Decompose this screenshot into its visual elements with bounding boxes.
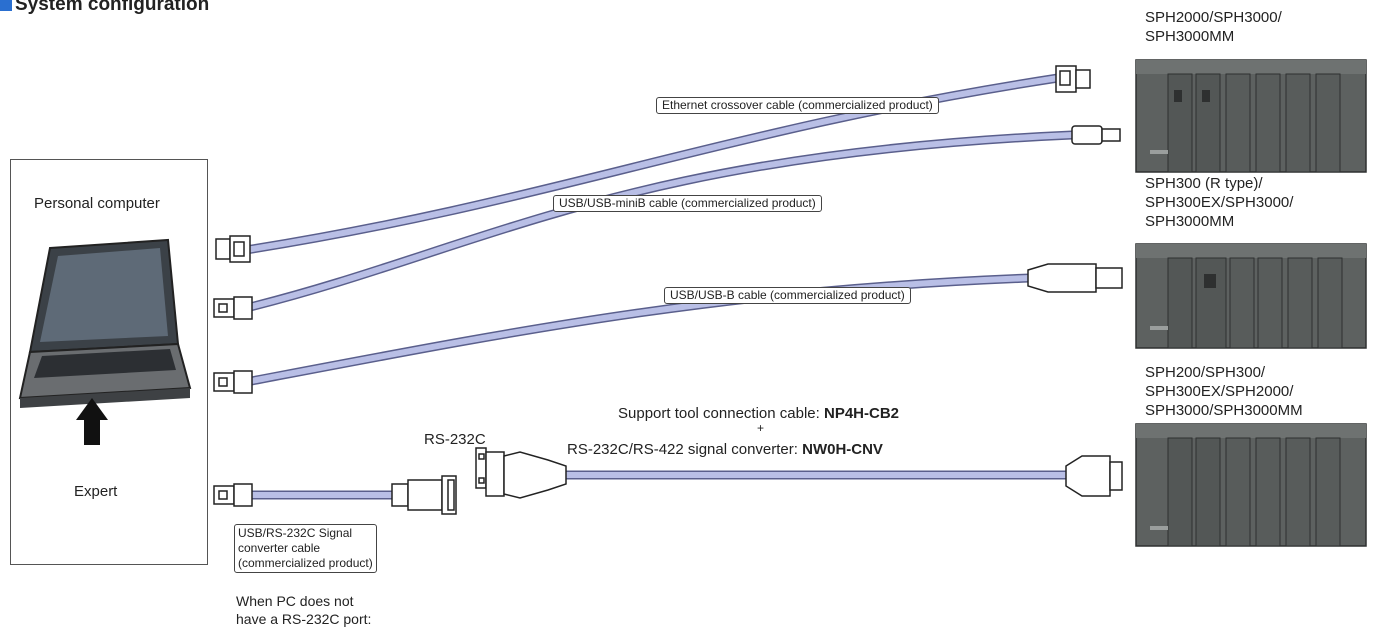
plc-2-label-line1: SPH300 (R type)/	[1145, 175, 1263, 192]
rs232c-note-line2: have a RS-232C port:	[236, 611, 372, 627]
rj45-connector-plc-icon	[1055, 65, 1091, 93]
converter-code: NW0H-CNV	[802, 441, 883, 458]
plc-2-label: SPH300 (R type)/ SPH300EX/SPH3000/ SPH30…	[1145, 174, 1293, 231]
rs232c-note: When PC does not have a RS-232C port:	[236, 592, 371, 628]
plc-1-label: SPH2000/SPH3000/ SPH3000MM	[1145, 8, 1282, 46]
usb-b-cable	[245, 273, 1031, 387]
plus-sign: +	[757, 421, 765, 435]
plc-2-label-line3: SPH3000MM	[1145, 213, 1235, 230]
rs232c-port-label: RS-232C	[424, 431, 486, 448]
support-cable-line2-text: RS-232C/RS-422 signal converter:	[567, 441, 803, 458]
usb-rs232c-cable-label-line2: converter cable	[238, 541, 321, 555]
usb-rs232c-cable-label: USB/RS-232C Signal converter cable (comm…	[234, 524, 377, 573]
plc-unit-2	[1135, 243, 1367, 349]
rs232c-note-line1: When PC does not	[236, 593, 354, 609]
plc-unit-1	[1135, 59, 1367, 173]
rs232c-converter-connector-icon	[391, 475, 457, 515]
usb-rs232c-cable-label-line3: (commercialized product)	[238, 556, 373, 570]
usb-minib-connector-plc-icon	[1071, 125, 1121, 145]
support-cable-code: NP4H-CB2	[823, 405, 899, 422]
ethernet-cable-label: Ethernet crossover cable (commercialized…	[656, 97, 939, 114]
usb-b-connector-plc-icon	[1027, 263, 1123, 293]
plc-3-label-line1: SPH200/SPH300/	[1145, 364, 1266, 381]
diagram-title-text: System configuration	[15, 0, 210, 15]
usb-rs232c-cable-label-line1: USB/RS-232C Signal	[238, 526, 353, 540]
usb-minib-cable-label: USB/USB-miniB cable (commercialized prod…	[553, 195, 822, 212]
plc-2-label-line2: SPH300EX/SPH3000/	[1145, 194, 1294, 211]
pc-label: Personal computer	[34, 195, 160, 212]
plc-3-label-line2: SPH300EX/SPH2000/	[1145, 383, 1294, 400]
diagram-title: System configuration	[0, 0, 209, 16]
up-arrow-icon	[76, 398, 108, 445]
support-cable-line2: RS-232C/RS-422 signal converter: NW0H-CN…	[567, 440, 883, 459]
cables	[244, 73, 1073, 500]
rj45-connector-pc-icon	[215, 235, 251, 263]
plc-unit-3	[1135, 423, 1367, 547]
support-cable-line1: Support tool connection cable: NP4H-CB2	[618, 404, 899, 423]
plc-1-label-line1: SPH2000/SPH3000/	[1145, 9, 1282, 26]
support-cable-line1-text: Support tool connection cable:	[618, 405, 824, 422]
title-marker-icon	[0, 0, 12, 11]
usb-connector-pc-2-icon	[213, 370, 253, 394]
plc-1-label-line2: SPH3000MM	[1145, 28, 1235, 45]
rs232c-port-connector-icon	[475, 447, 567, 499]
software-label: Expert	[74, 483, 118, 500]
laptop-icon	[18, 238, 192, 408]
usb-connector-pc-1-icon	[213, 296, 253, 320]
plc-3-label-line3: SPH3000/SPH3000MM	[1145, 402, 1303, 419]
usb-b-cable-label: USB/USB-B cable (commercialized product)	[664, 287, 911, 304]
usb-connector-pc-3-icon	[213, 483, 253, 507]
d-sub-connector-plc-icon	[1065, 455, 1123, 497]
plc-3-label: SPH200/SPH300/ SPH300EX/SPH2000/ SPH3000…	[1145, 363, 1303, 420]
